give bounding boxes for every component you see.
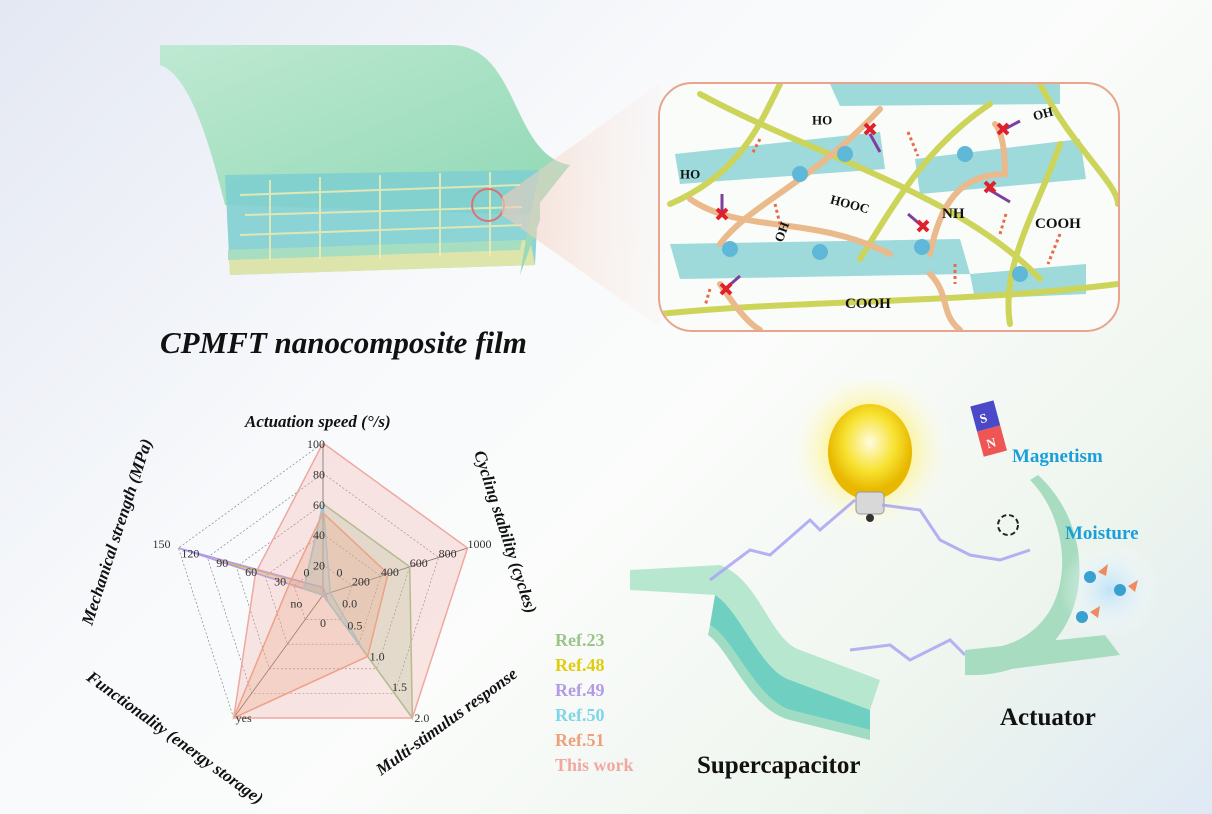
lightning-icon bbox=[709, 498, 1031, 662]
radar-tick-label: 150 bbox=[152, 537, 170, 551]
radar-series-this-work bbox=[232, 441, 469, 719]
magnetism-label: Magnetism bbox=[1012, 446, 1103, 467]
chart-legend: Ref.23 Ref.48 Ref.49 Ref.50 Ref.51 This … bbox=[555, 628, 634, 778]
radar-tick-label: 20 bbox=[313, 559, 325, 573]
crosslink-icons bbox=[715, 122, 1010, 296]
radar-tick-label: 60 bbox=[245, 565, 257, 579]
radar-tick-label: 0.0 bbox=[342, 597, 357, 611]
magnet-pole-s: S bbox=[978, 410, 989, 426]
actuator-device bbox=[965, 475, 1120, 676]
radar-grid bbox=[293, 564, 353, 620]
label-cooh-2: COOH bbox=[845, 296, 891, 312]
radar-grid bbox=[206, 473, 440, 694]
label-nh: NH bbox=[942, 206, 965, 222]
supercapacitor-device bbox=[630, 565, 880, 740]
magnet-pole-n: N bbox=[985, 434, 999, 451]
radar-axis bbox=[233, 594, 324, 719]
radar-tick-label: 90 bbox=[216, 556, 228, 570]
radar-tick-label: 80 bbox=[313, 467, 325, 481]
radar-tick-label: 120 bbox=[181, 546, 199, 560]
radar-series-ref-50 bbox=[302, 503, 364, 651]
radar-tick-label: 60 bbox=[313, 498, 325, 512]
radar-axis bbox=[322, 547, 468, 596]
radar-tick-label: 200 bbox=[352, 575, 370, 589]
legend-item-this-work: This work bbox=[555, 755, 634, 775]
light-bulb-icon bbox=[785, 380, 955, 535]
magnet-icon: S N bbox=[970, 400, 1007, 457]
radar-tick-label: 0 bbox=[336, 565, 342, 579]
radar-tick-label: 0 bbox=[320, 616, 326, 630]
moisture-label: Moisture bbox=[1065, 523, 1139, 544]
radar-tick-label: 1.0 bbox=[370, 649, 385, 663]
radar-tick-label: 0 bbox=[304, 565, 310, 579]
radar-tick-label: no bbox=[290, 597, 302, 611]
applications-illustration: S N bbox=[630, 380, 1160, 740]
actuator-label: Actuator bbox=[1000, 704, 1096, 731]
microstructure-panel: HO HO HOOC OH NH OH COOH COOH bbox=[658, 82, 1120, 332]
radar-tick-label: 1000 bbox=[468, 537, 492, 551]
radar-tick-label: 0.5 bbox=[347, 619, 362, 633]
radar-tick-label: 1.5 bbox=[392, 680, 407, 694]
label-cooh-1: COOH bbox=[1035, 216, 1081, 232]
radar-tick-label: 100 bbox=[307, 437, 325, 451]
axis-label-actuation: Actuation speed (°/s) bbox=[245, 412, 391, 431]
radar-tick-label: 2.0 bbox=[414, 711, 429, 725]
legend-item-ref48: Ref.48 bbox=[555, 655, 605, 675]
legend-item-ref49: Ref.49 bbox=[555, 680, 605, 700]
rotation-icon bbox=[997, 514, 1019, 536]
radar-series-ref-51 bbox=[232, 511, 389, 720]
film-title: CPMFT nanocomposite film bbox=[160, 325, 527, 360]
film-illustration bbox=[160, 45, 660, 327]
legend-item-ref51: Ref.51 bbox=[555, 730, 605, 750]
radar-tick-label: 600 bbox=[410, 556, 428, 570]
radar-tick-label: 400 bbox=[381, 565, 399, 579]
radar-tick-label: 40 bbox=[313, 528, 325, 542]
radar-tick-label: 30 bbox=[274, 575, 286, 589]
legend-item-ref50: Ref.50 bbox=[555, 705, 605, 725]
water-molecules-icon bbox=[1060, 540, 1160, 640]
legend-item-ref23: Ref.23 bbox=[555, 630, 605, 650]
radar-grid bbox=[264, 533, 382, 645]
microstructure-illustration bbox=[660, 84, 1118, 330]
radar-tick-label: yes bbox=[236, 711, 252, 725]
supercapacitor-label: Supercapacitor bbox=[697, 752, 861, 779]
radar-tick-label: 800 bbox=[439, 546, 457, 560]
